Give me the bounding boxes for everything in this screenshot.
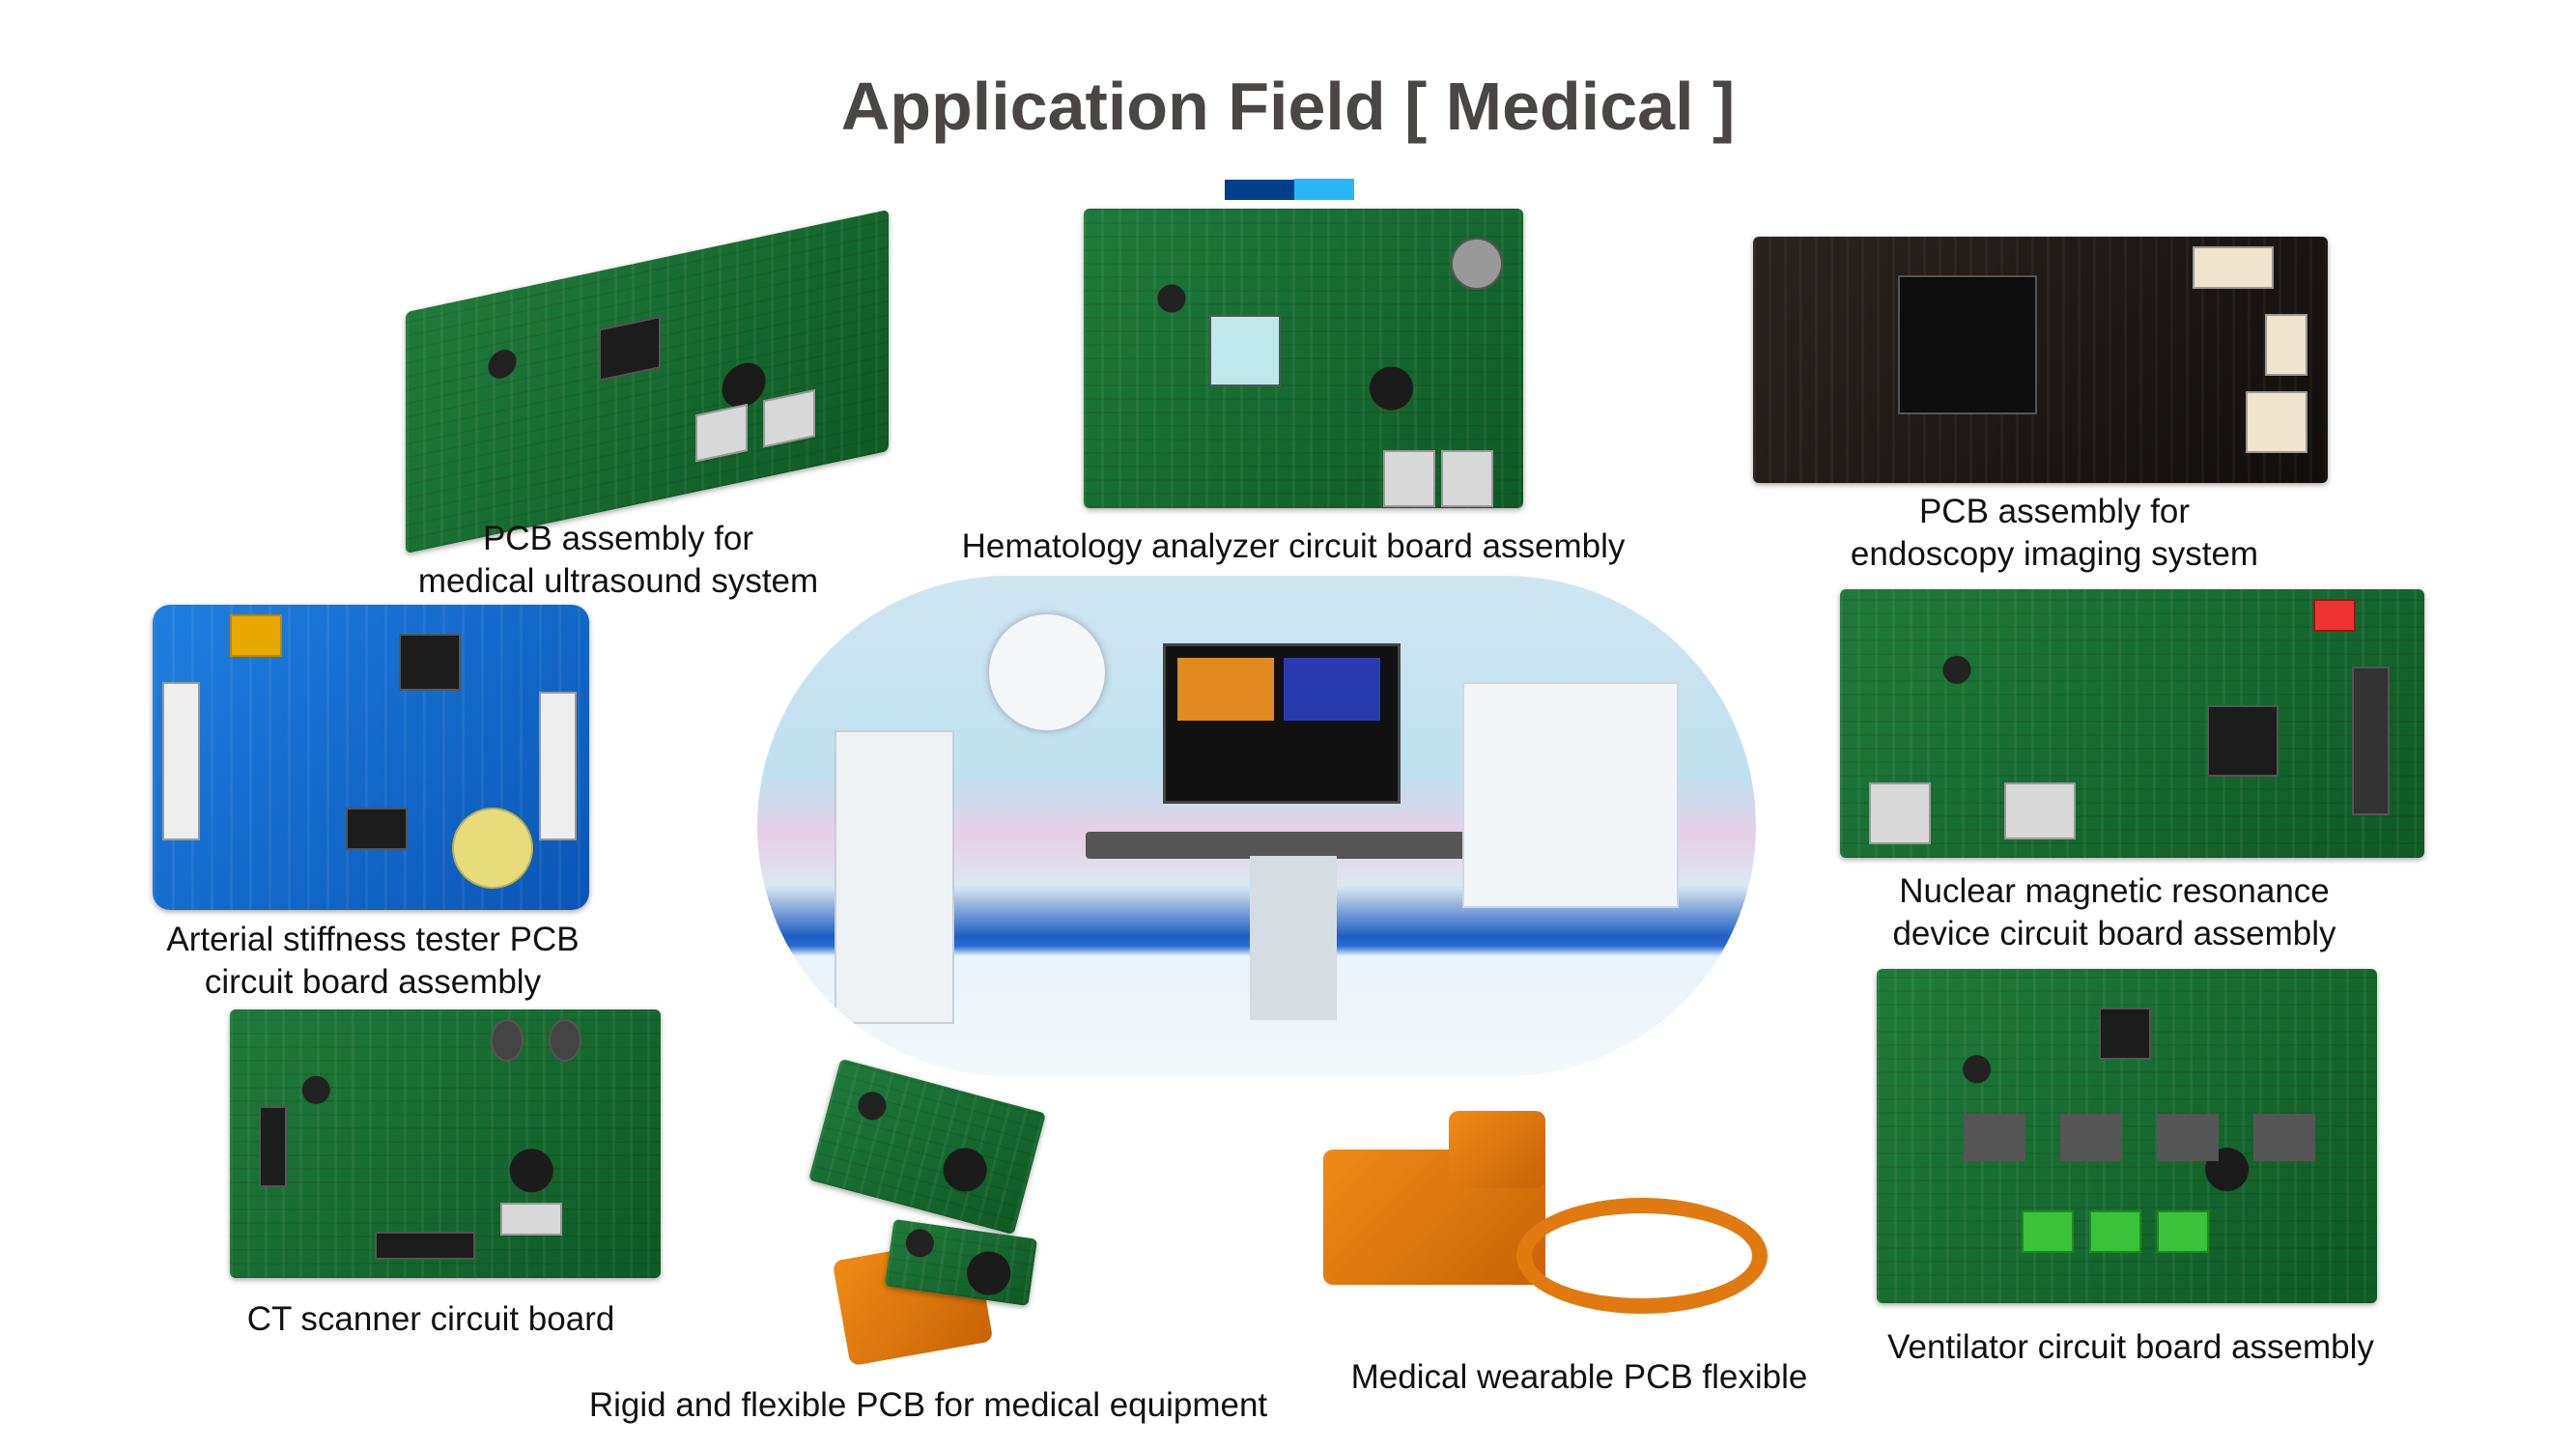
operating-room-image bbox=[757, 576, 1756, 1076]
ventilator-pcb-image bbox=[1877, 969, 2377, 1303]
title-underline-dark bbox=[1225, 180, 1294, 200]
hematology-label: Hematology analyzer circuit board assemb… bbox=[961, 527, 1626, 565]
hematology-pcb-image bbox=[1084, 209, 1523, 508]
endoscopy-label-line1: PCB assembly for bbox=[1918, 493, 2191, 530]
nmr-label-line2: device circuit board assembly bbox=[1892, 915, 2336, 952]
title-underline-light bbox=[1294, 179, 1354, 200]
rigid-flex-label: Rigid and flexible PCB for medical equip… bbox=[588, 1386, 1268, 1424]
page-title: Application Field [ Medical ] bbox=[840, 69, 1736, 144]
ventilator-label: Ventilator circuit board assembly bbox=[1887, 1328, 2374, 1366]
arterial-stiffness-pcb-image bbox=[153, 605, 589, 910]
ct-scanner-pcb-image bbox=[230, 1009, 661, 1278]
nmr-pcb-image bbox=[1840, 589, 2424, 858]
nmr-label-line1: Nuclear magnetic resonance bbox=[1899, 872, 2330, 910]
wearable-flex-pcb-image bbox=[1323, 1101, 1785, 1347]
arterial-label-line2: circuit board assembly bbox=[204, 963, 542, 1001]
ultrasound-label-line2: medical ultrasound system bbox=[417, 562, 819, 600]
wearable-label: Medical wearable PCB flexible bbox=[1350, 1358, 1808, 1396]
ultrasound-pcb-image bbox=[406, 209, 889, 554]
ultrasound-label-line1: PCB assembly for bbox=[482, 520, 754, 557]
ct-scanner-label: CT scanner circuit board bbox=[246, 1300, 615, 1338]
endoscopy-label-line2: endoscopy imaging system bbox=[1850, 535, 2259, 573]
endoscopy-pcb-image bbox=[1753, 237, 2328, 483]
arterial-label-line1: Arterial stiffness tester PCB bbox=[166, 921, 580, 958]
rigid-flex-pcb-image bbox=[802, 1058, 1082, 1370]
